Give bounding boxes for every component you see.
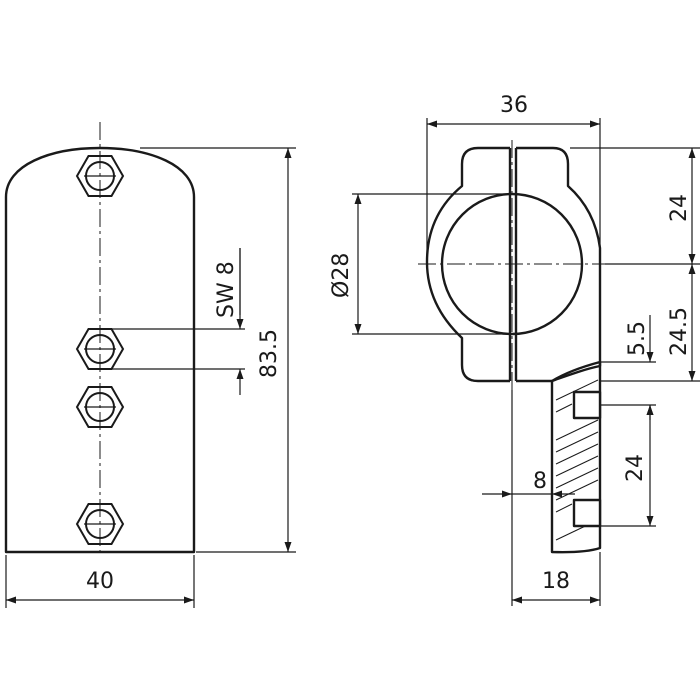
slot-height-label: 24 bbox=[623, 454, 648, 482]
lower-height-label: 24.5 bbox=[667, 307, 692, 356]
wrench-size-label: SW 8 bbox=[214, 261, 239, 318]
dimension-front-width: 40 bbox=[5, 555, 195, 608]
nut-pocket-upper bbox=[572, 390, 602, 420]
base-plate-section bbox=[550, 360, 602, 554]
nut-pocket-lower bbox=[572, 498, 602, 528]
nut-bottom bbox=[75, 503, 125, 545]
slot-width-label: 8 bbox=[533, 469, 547, 494]
nut-lower-middle bbox=[75, 386, 125, 428]
upper-height-label: 24 bbox=[667, 194, 692, 222]
base-plate-outline bbox=[550, 360, 602, 554]
base-width-label: 18 bbox=[542, 569, 570, 594]
front-view: SW 8 83.5 40 bbox=[4, 122, 296, 608]
offset-label: 5.5 bbox=[625, 321, 650, 356]
side-width-label: 36 bbox=[500, 93, 528, 118]
front-plate-outline bbox=[4, 146, 196, 554]
dimension-lower-height: 24.5 bbox=[600, 264, 700, 382]
nut-top bbox=[75, 155, 125, 197]
front-height-label: 83.5 bbox=[257, 329, 282, 378]
dimension-offset: 5.5 bbox=[600, 315, 656, 420]
dimension-side-width: 36 bbox=[426, 93, 601, 262]
dimension-slot-width: 8 bbox=[482, 469, 575, 498]
section-hatching bbox=[555, 379, 599, 541]
dimension-front-height: 83.5 bbox=[140, 147, 296, 553]
side-view: 36 Ø28 24 24.5 5.5 bbox=[329, 93, 700, 606]
dimension-slot-height: 24 bbox=[600, 405, 656, 527]
dimension-bore-diameter: Ø28 bbox=[329, 193, 512, 335]
clamp-body-outline bbox=[425, 146, 510, 383]
dimension-upper-height: 24 bbox=[570, 147, 700, 265]
dimension-base-width: 18 bbox=[511, 390, 601, 606]
dimension-wrench-size: SW 8 bbox=[110, 248, 245, 395]
front-width-label: 40 bbox=[86, 569, 114, 594]
bore-diameter-label: Ø28 bbox=[329, 253, 354, 298]
nut-upper-middle bbox=[75, 328, 125, 370]
